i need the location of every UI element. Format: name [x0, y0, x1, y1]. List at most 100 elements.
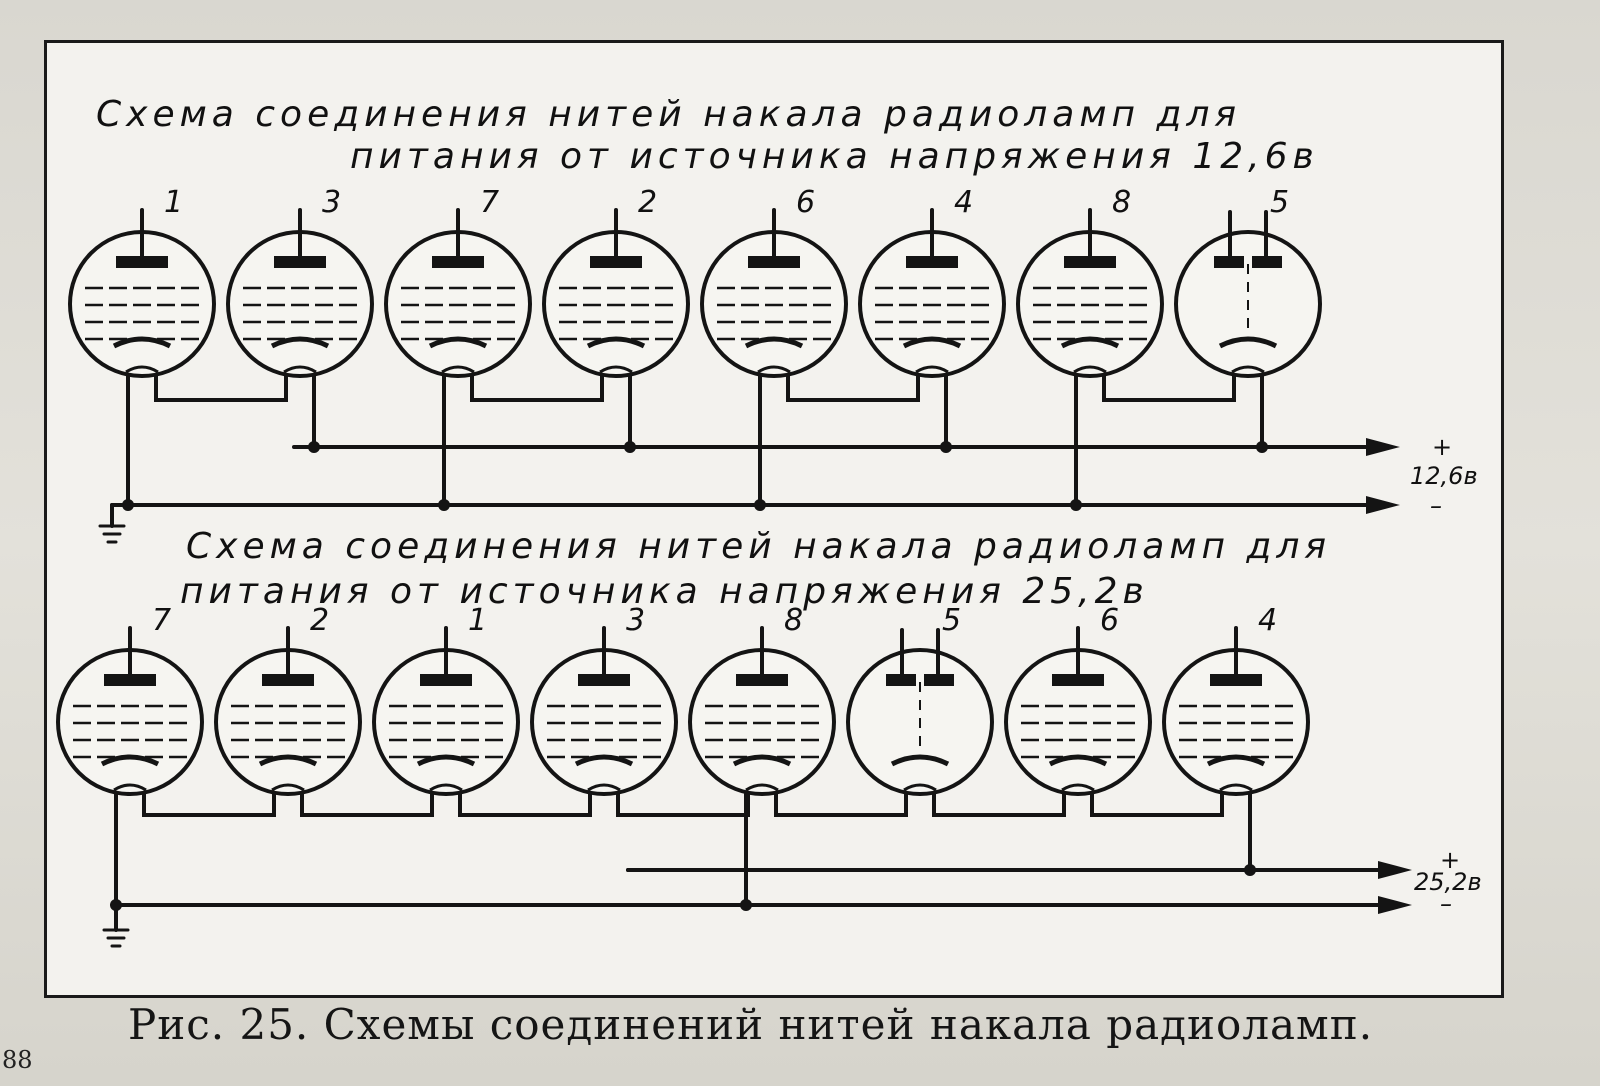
tube-number-label: 8 — [1112, 185, 1131, 220]
tube-anode — [1214, 256, 1244, 268]
tube-anode — [420, 674, 472, 686]
series-link — [616, 792, 750, 817]
cathode-arc — [890, 754, 950, 767]
tube-anode — [1052, 674, 1104, 686]
filament — [599, 365, 633, 374]
series-link — [458, 792, 592, 817]
cathode-arc — [1218, 336, 1278, 349]
series-link — [154, 374, 288, 402]
junction-dot — [1244, 864, 1256, 876]
cathode-arc — [586, 336, 646, 349]
tube-number-label: 4 — [1258, 603, 1277, 638]
cathode-arc — [112, 336, 172, 349]
tube-number-label: 1 — [164, 185, 183, 220]
tube-number-label: 3 — [626, 603, 645, 638]
radio-tube: 6 — [1004, 603, 1152, 796]
tube-anode — [116, 256, 168, 268]
filament — [915, 365, 949, 374]
tube-number-label: 3 — [322, 185, 341, 220]
minus-arrow — [1366, 496, 1400, 514]
radio-tube: 2 — [214, 603, 362, 796]
bottom-voltage-label: 25,2в — [1414, 868, 1482, 896]
filament — [1073, 365, 1107, 374]
series-link — [300, 792, 434, 817]
radio-tube: 7 — [384, 185, 532, 378]
junction-dot — [624, 441, 636, 453]
radio-tube: 3 — [530, 603, 678, 796]
tube-anode — [578, 674, 630, 686]
bottom-minus-label: – — [1440, 890, 1452, 918]
filament — [1231, 365, 1265, 374]
bottom-title-line1: Схема соединения нитей накала радиоламп … — [186, 526, 1332, 567]
tube-anode — [1064, 256, 1116, 268]
tube-anode — [736, 674, 788, 686]
tube-number-label: 5 — [1270, 185, 1289, 220]
junction-dot — [308, 441, 320, 453]
plus-arrow — [1378, 861, 1412, 879]
filament — [1219, 783, 1253, 792]
filament — [745, 783, 779, 792]
series-link — [932, 792, 1066, 817]
tube-anode — [1210, 674, 1262, 686]
tube-number-label: 6 — [796, 185, 815, 220]
cathode-arc — [270, 336, 330, 349]
radio-tube: 2 — [542, 185, 690, 378]
radio-tube: 8 — [688, 603, 836, 796]
junction-dot — [940, 441, 952, 453]
tube-anode — [924, 674, 954, 686]
series-link — [1090, 792, 1224, 817]
radio-tube: 3 — [226, 185, 374, 378]
tube-anode — [886, 674, 916, 686]
bottom-plus-label: + — [1440, 846, 1460, 874]
tube-number-label: 7 — [152, 603, 171, 638]
radio-tube: 1 — [68, 185, 216, 378]
tube-number-label: 1 — [468, 603, 487, 638]
filament — [757, 365, 791, 374]
cathode-arc — [100, 754, 160, 767]
junction-dot — [438, 499, 450, 511]
tube-anode — [432, 256, 484, 268]
figure-caption: Рис. 25. Схемы соединений нитей накала р… — [128, 1000, 1374, 1049]
tube-number-label: 2 — [638, 185, 657, 220]
cathode-arc — [732, 754, 792, 767]
tube-number-label: 2 — [310, 603, 329, 638]
filament — [125, 365, 159, 374]
top-minus-label: – — [1430, 492, 1442, 520]
filament — [587, 783, 621, 792]
top-plus-label: + — [1432, 433, 1452, 461]
filament — [1061, 783, 1095, 792]
filament — [113, 783, 147, 792]
tube-number-label: 4 — [954, 185, 973, 220]
radio-tube: 5 — [1174, 185, 1322, 378]
radio-tube: 7 — [56, 603, 204, 796]
radio-tube: 5 — [846, 603, 994, 796]
series-link — [142, 792, 276, 817]
tube-anode — [906, 256, 958, 268]
cathode-arc — [1206, 754, 1266, 767]
tube-anode — [274, 256, 326, 268]
filament — [903, 783, 937, 792]
radio-tube: 4 — [858, 185, 1006, 378]
cathode-arc — [1060, 336, 1120, 349]
tube-number-label: 8 — [784, 603, 803, 638]
top-circuit: 1 3 7 2 6 4 8 5 — [68, 185, 1322, 378]
top-title-line2: питания от источника напряжения 12,6в — [350, 136, 1319, 177]
cathode-arc — [428, 336, 488, 349]
radio-tube: 6 — [700, 185, 848, 378]
radio-tube: 1 — [372, 603, 520, 796]
bottom-title-line2: питания от источника напряжения 25,2в — [180, 571, 1149, 612]
top-title-line1: Схема соединения нитей накала радиоламп … — [96, 94, 1242, 135]
filament — [271, 783, 305, 792]
plus-arrow — [1366, 438, 1400, 456]
figure-frame — [44, 40, 1504, 998]
tube-number-label: 7 — [480, 185, 499, 220]
cathode-arc — [744, 336, 804, 349]
series-link — [470, 374, 604, 402]
page-number: 88 — [2, 1046, 33, 1074]
filament — [441, 365, 475, 374]
filament — [283, 365, 317, 374]
tube-anode — [104, 674, 156, 686]
